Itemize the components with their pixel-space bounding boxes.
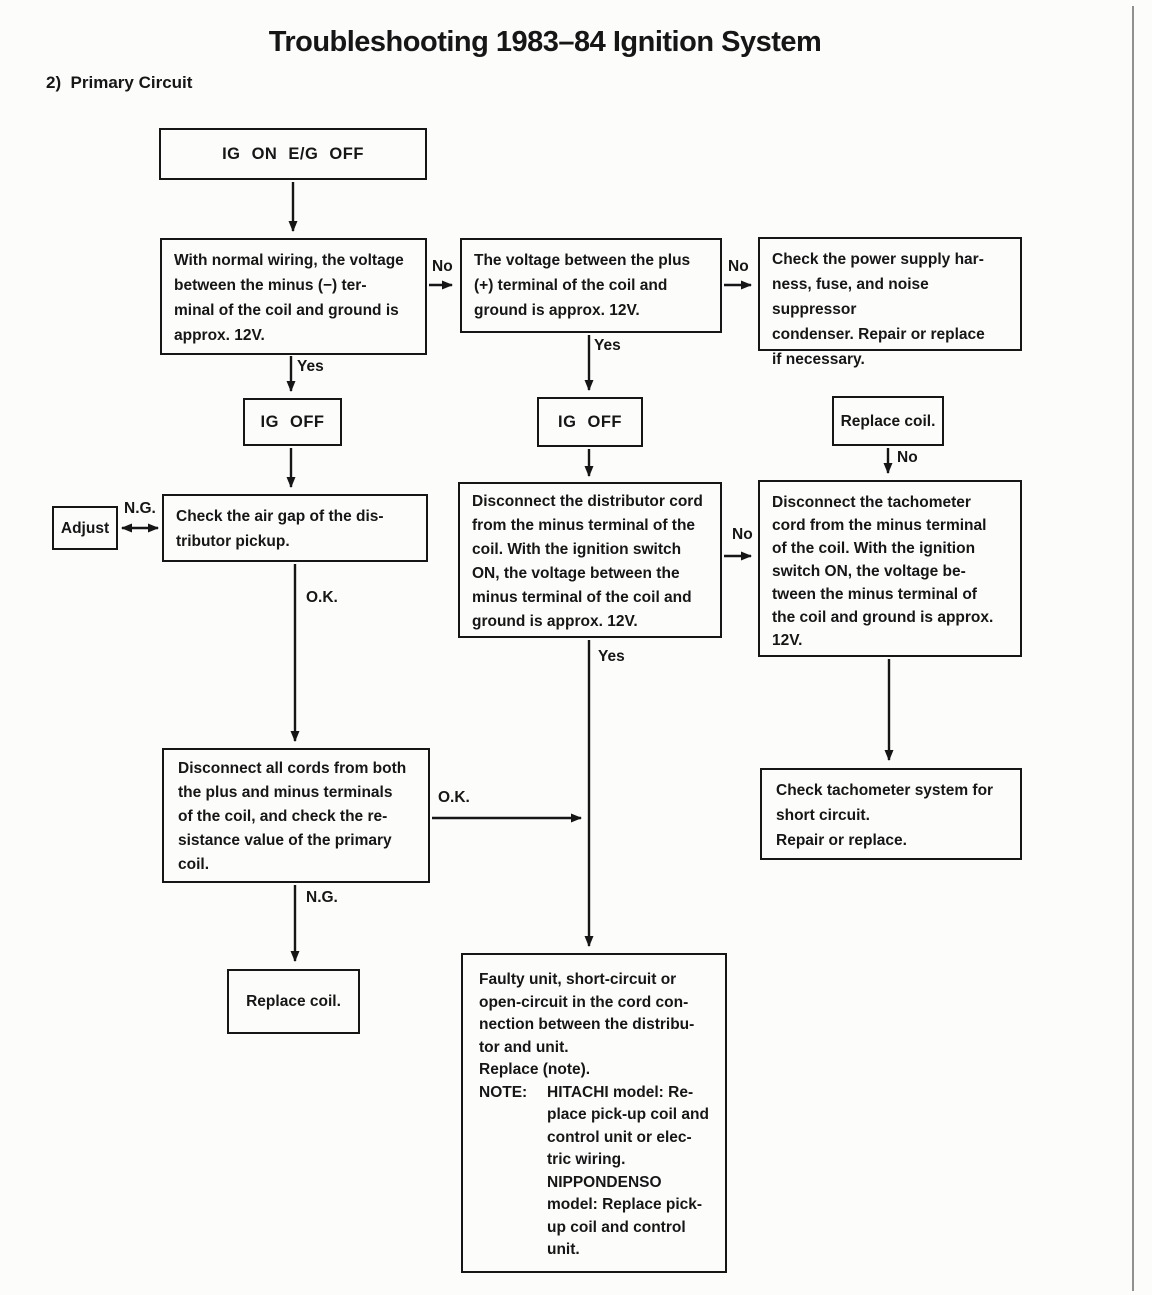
node-check-power-supply: Check the power supply har- ness, fuse, … (758, 237, 1022, 368)
node-ig-on-eg-off: IG ON E/G OFF (159, 128, 427, 180)
edge-label-yes-2: Yes (594, 337, 621, 354)
edge-label-no-3: No (897, 449, 918, 466)
node-check-plus-voltage: The voltage between the plus (+) termina… (460, 238, 722, 333)
section-heading: 2) Primary Circuit (46, 73, 193, 92)
edge-label-yes-1: Yes (297, 358, 324, 375)
edge-label-ng-2: N.G. (306, 889, 338, 906)
note-label: NOTE: (479, 1083, 528, 1101)
node-text: Disconnect the tachometer cord from the … (772, 494, 994, 649)
node-faulty-unit: Faulty unit, short-circuit or open-circu… (461, 953, 727, 1273)
edge-label-no-4: No (732, 526, 753, 543)
note-row: NOTE: HITACHI model: Re- place pick-up c… (479, 1082, 709, 1262)
edge-label-ok-2: O.K. (438, 789, 470, 806)
node-adjust: Adjust (52, 506, 118, 550)
edge-label-yes-3: Yes (598, 648, 625, 665)
node-text: The voltage between the plus (+) termina… (474, 252, 691, 319)
edge-label-ng-1: N.G. (124, 500, 156, 517)
node-ig-off-left: IG OFF (243, 398, 342, 446)
node-text: Check tachometer system for short circui… (776, 782, 994, 849)
node-text: With normal wiring, the voltage between … (174, 252, 404, 344)
node-disconnect-distributor-cord: Disconnect the distributor cord from the… (458, 482, 722, 638)
node-text: Disconnect all cords from both the plus … (178, 760, 407, 873)
note-text: HITACHI model: Re- place pick-up coil an… (547, 1083, 709, 1259)
page-title: Troubleshooting 1983–84 Ignition System (268, 26, 822, 58)
edge-label-ok-1: O.K. (306, 589, 338, 606)
node-ig-off-middle: IG OFF (537, 397, 643, 447)
node-disconnect-all-cords: Disconnect all cords from both the plus … (162, 748, 430, 883)
node-replace-coil-top: Replace coil. (832, 396, 944, 446)
node-replace-coil-bottom: Replace coil. (227, 969, 360, 1034)
node-text: Check the power supply har- ness, fuse, … (772, 251, 985, 368)
node-text: Disconnect the distributor cord from the… (472, 493, 703, 630)
node-check-tachometer-system: Check tachometer system for short circui… (760, 768, 1022, 860)
edge-label-no-2: No (728, 258, 749, 275)
scan-edge-line (1132, 6, 1134, 1291)
node-text: Check the air gap of the dis- tributor p… (176, 508, 384, 550)
node-disconnect-tachometer-cord: Disconnect the tachometer cord from the … (758, 480, 1022, 657)
edge-label-no-1: No (432, 258, 453, 275)
node-check-air-gap: Check the air gap of the dis- tributor p… (162, 494, 428, 562)
node-text: Faulty unit, short-circuit or open-circu… (479, 971, 695, 1078)
node-check-minus-voltage: With normal wiring, the voltage between … (160, 238, 427, 355)
